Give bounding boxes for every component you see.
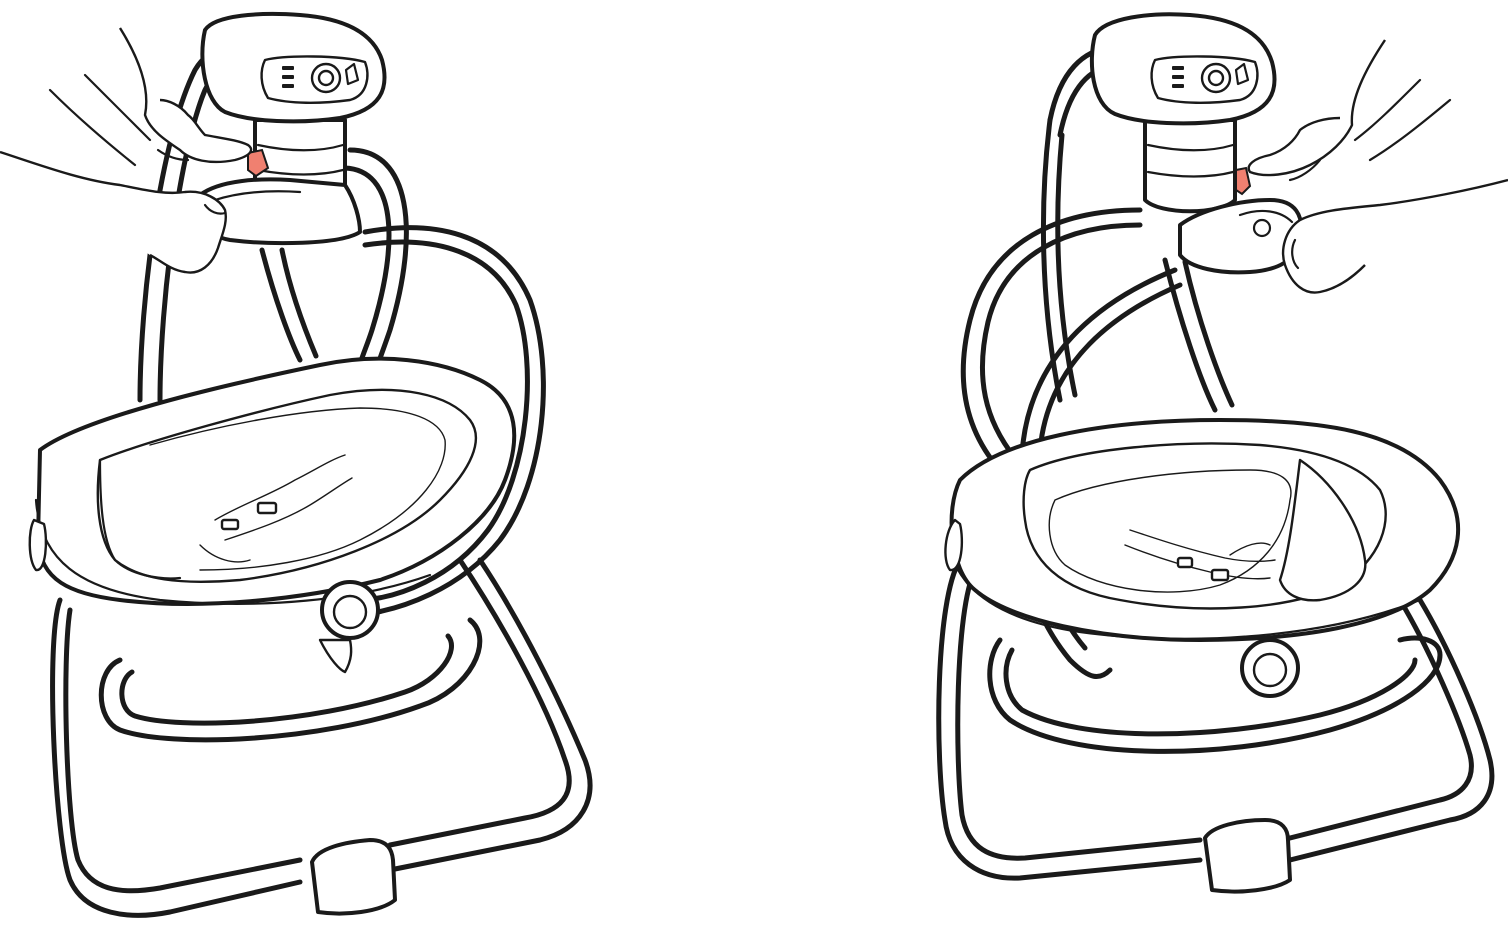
right-arm-line-1: [1368, 98, 1452, 162]
left-swing-arm-outer: [357, 225, 546, 618]
left-control-button-1: [282, 66, 294, 70]
left-lower-ring: [98, 617, 483, 743]
left-harness-strap-2: [224, 477, 353, 541]
left-hand-upper-finger: [156, 148, 190, 162]
right-base-right-leg-inner: [1287, 597, 1474, 841]
right-arm-line-2: [1353, 78, 1422, 142]
left-hand-lower: [0, 150, 227, 274]
right-hand-upper: [1247, 39, 1386, 177]
right-seat-rim: [946, 538, 1422, 640]
left-bracket-inner: [213, 190, 302, 202]
right-motor-tower: [1143, 118, 1237, 214]
right-swing-panel: [936, 12, 1508, 894]
right-base-frame: [936, 557, 1203, 881]
right-harness-buckle: [1210, 568, 1230, 582]
right-side-hub-inner: [1252, 652, 1288, 688]
right-headrest: [1278, 458, 1367, 602]
left-tower-ring-1: [256, 143, 345, 152]
right-swing-arm-outer: [960, 207, 1143, 473]
right-release-button-highlight: [1235, 166, 1252, 196]
right-bracket-inner: [1238, 209, 1294, 224]
right-control-button-1: [1172, 66, 1184, 70]
right-side-knob: [944, 518, 964, 572]
left-control-button-4: [344, 62, 360, 86]
right-dial-center: [1207, 69, 1225, 87]
right-control-button-3: [1172, 84, 1184, 88]
right-swing-arm-inner: [979, 222, 1143, 461]
left-harness-strap-1: [214, 454, 346, 521]
left-control-button-3: [282, 84, 294, 88]
left-arm-line-1: [48, 88, 137, 167]
left-release-button-highlight: [247, 148, 270, 178]
right-tower-ring-2: [1146, 170, 1235, 178]
right-harness-clip: [1176, 556, 1194, 569]
left-harness-strap-3: [199, 544, 251, 563]
left-control-button-2: [282, 75, 294, 79]
right-base-frame-inner: [955, 567, 1203, 861]
left-front-strut-inner: [279, 247, 319, 359]
left-harness-buckle: [256, 501, 278, 515]
right-control-button-2: [1172, 75, 1184, 79]
right-lower-ring: [987, 635, 1443, 754]
left-hand-upper: [118, 27, 253, 164]
left-swing-panel: [0, 11, 593, 918]
left-foot-pad: [310, 838, 397, 916]
right-rear-leg-inner: [1182, 259, 1235, 408]
right-hand-lower-finger: [1291, 238, 1300, 270]
left-hand-lower-finger: [203, 203, 227, 215]
right-harness-strap-2: [1129, 529, 1276, 563]
left-base-right-leg-inner: [387, 557, 572, 848]
right-bracket-hole: [1252, 218, 1272, 238]
left-front-strut: [259, 247, 303, 363]
right-back-leg-left-inner: [1055, 132, 1078, 398]
left-arm-line-2: [83, 73, 152, 142]
left-swing-arm-inner: [359, 239, 530, 603]
right-hand-lower: [1281, 178, 1508, 294]
right-harness-strap-3: [1229, 542, 1271, 556]
left-seat-contour: [149, 407, 446, 571]
left-dial-center: [317, 69, 335, 87]
left-headrest: [98, 458, 182, 580]
right-rear-leg: [1162, 257, 1218, 413]
right-hand-upper-finger: [1288, 158, 1322, 182]
left-tower-ring-2: [256, 168, 345, 176]
right-control-button-4: [1234, 62, 1250, 86]
left-side-hub-inner: [332, 594, 368, 630]
left-base-frame: [50, 597, 303, 918]
left-lower-ring-inner: [119, 633, 454, 726]
left-side-knob: [28, 518, 48, 572]
left-hub-foot: [318, 638, 353, 674]
right-seat-contour: [1048, 469, 1292, 593]
right-tower-ring-1: [1146, 143, 1235, 152]
left-base-right-leg: [387, 557, 593, 873]
left-base-frame-inner: [63, 607, 303, 894]
right-base-right-leg: [1287, 597, 1495, 863]
right-foot-pad: [1203, 818, 1292, 894]
right-harness-strap-1: [1124, 544, 1271, 580]
right-lower-ring-inner: [1003, 647, 1418, 737]
left-harness-clip: [220, 518, 240, 531]
